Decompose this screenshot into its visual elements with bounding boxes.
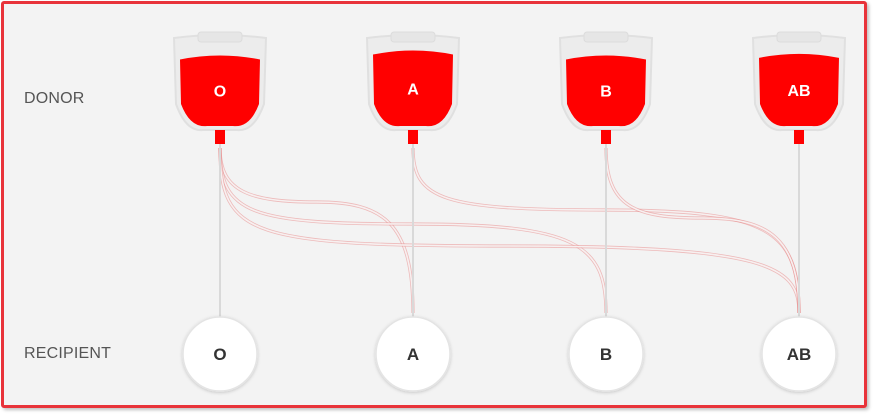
bag-nozzle bbox=[408, 130, 418, 144]
donor-bag-ab: AB bbox=[751, 31, 847, 144]
donor-type-label: O bbox=[214, 84, 226, 101]
donor-bag-a: A bbox=[365, 31, 461, 144]
recipient-type-label: AB bbox=[787, 345, 812, 364]
blood-fill bbox=[759, 53, 839, 127]
blood-fill bbox=[373, 50, 453, 127]
donor-type-label: A bbox=[407, 81, 419, 98]
bag-nozzle bbox=[215, 130, 225, 144]
recipient-row-label: RECIPIENT bbox=[24, 345, 112, 362]
blood-fill bbox=[180, 55, 260, 127]
recipient-type-label: O bbox=[213, 345, 226, 364]
compat-line-o-to-ab bbox=[218, 147, 801, 314]
recipient-type-label: B bbox=[600, 345, 612, 364]
donor-bag-o: O bbox=[172, 31, 268, 144]
donor-type-label: AB bbox=[787, 83, 810, 100]
bag-nozzle bbox=[794, 130, 804, 144]
donor-bag-b: B bbox=[558, 31, 654, 144]
recipient-type-label: A bbox=[407, 345, 419, 364]
donor-row-label: DONOR bbox=[24, 90, 85, 107]
recipient-o: O bbox=[182, 316, 258, 392]
recipient-a: A bbox=[375, 316, 451, 392]
compatibility-lines bbox=[218, 147, 801, 314]
compat-line-b-to-ab bbox=[604, 147, 801, 314]
recipient-b: B bbox=[568, 316, 644, 392]
bag-nozzle bbox=[601, 130, 611, 144]
donor-type-label: B bbox=[600, 84, 612, 101]
direct-connectors bbox=[219, 144, 800, 317]
blood-fill bbox=[566, 55, 646, 127]
recipient-ab: AB bbox=[761, 316, 837, 392]
compat-line-o-to-a bbox=[218, 147, 415, 314]
